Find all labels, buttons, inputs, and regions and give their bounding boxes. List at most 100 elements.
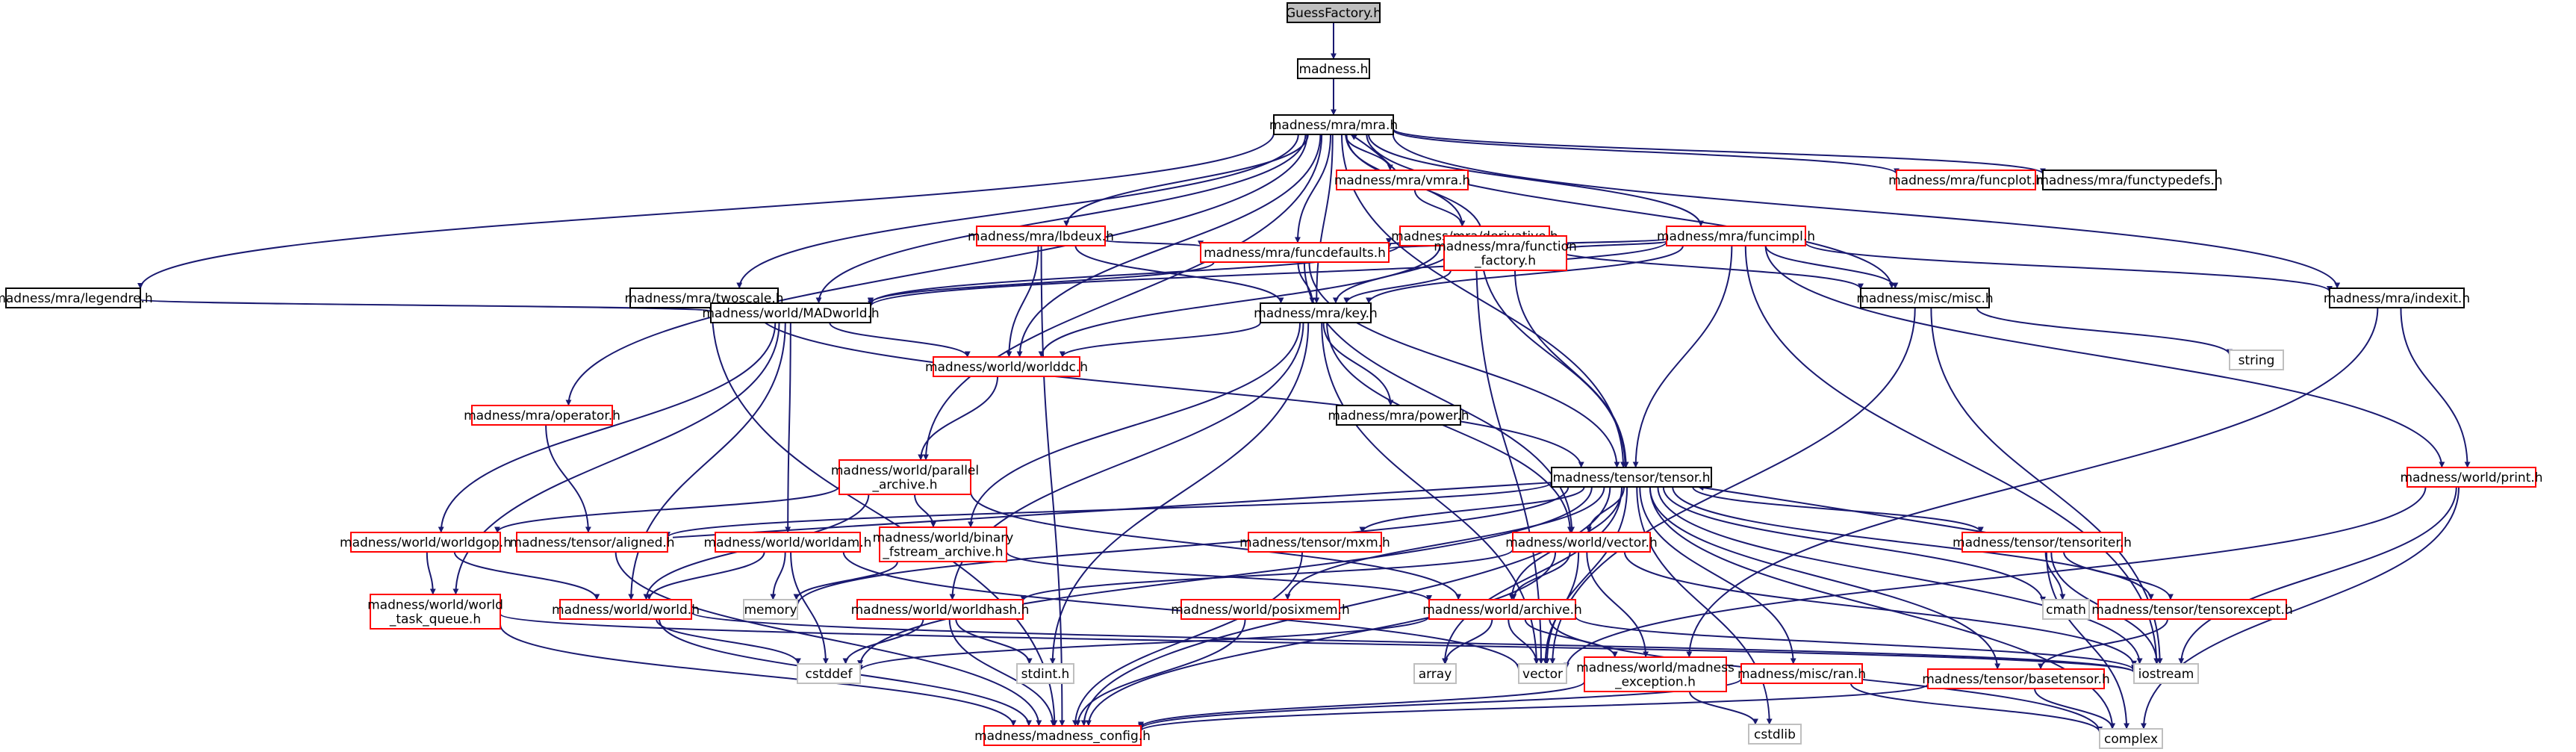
node-madness-world-worldam-h[interactable]: madness/world/worldam.h	[704, 532, 872, 553]
node-box	[715, 532, 861, 553]
edge-funcimpl-to-indexit	[1805, 241, 2333, 293]
node-box	[5, 288, 141, 308]
node-madness-mra-lbdeux-h[interactable]: madness/mra/lbdeux.h	[968, 226, 1114, 246]
edge-ran-to-complex	[1849, 683, 2103, 733]
node-madness-world-worldhash-h[interactable]: madness/world/worldhash.h	[851, 599, 1030, 620]
node-box	[1740, 663, 1863, 684]
node-madness-mra-indexit-h[interactable]: madness/mra/indexit.h	[2324, 288, 2470, 308]
edge-print-to-iostream	[2178, 486, 2457, 665]
node-madness-h[interactable]: madness.h	[1297, 58, 1370, 79]
edge-tensor-to-tensoriter	[1692, 486, 1984, 533]
node-madness-madness-config-h[interactable]: madness/madness_config.h	[974, 725, 1151, 746]
edge-aligned-to-tensor	[672, 479, 1558, 538]
node-guessfactory-h[interactable]: GuessFactory.h	[1286, 2, 1381, 23]
node-madness-mra-function-factory-h[interactable]: madness/mra/function_factory.h	[1434, 235, 1577, 271]
node-madness-world-worldgop-h[interactable]: madness/world/worldgop.h	[340, 532, 511, 553]
node-label: madness/world/binary	[873, 531, 1014, 546]
node-madness-world-world-task-queue-h[interactable]: madness/world/world_task_queue.h	[367, 594, 503, 630]
node-label: madness/tensor/basetensor.h	[1922, 672, 2110, 687]
node-madness-mra-funcdefaults-h[interactable]: madness/mra/funcdefaults.h	[1200, 242, 1390, 263]
edge-mra-to-operator	[565, 134, 1308, 406]
edge-archive-to-array	[1442, 618, 1493, 665]
node-madness-mra-legendre-h[interactable]: madness/mra/legendre.h	[0, 288, 153, 308]
edge-key-to-vector_h	[1326, 322, 1573, 533]
edge-key-to-worlddc	[1059, 322, 1261, 358]
edge-aligned-to-madness_config	[615, 551, 1042, 727]
node-madness-tensor-aligned-h[interactable]: madness/tensor/aligned.h	[509, 532, 675, 553]
node-madness-mra-power-h[interactable]: madness/mra/power.h	[1328, 405, 1469, 426]
node-madness-mra-functypedefs-h[interactable]: madness/mra/functypedefs.h	[2036, 170, 2223, 190]
node-madness-tensor-mxm-h[interactable]: madness/tensor/mxm.h	[1239, 532, 1390, 553]
node-madness-mra-vmra-h[interactable]: madness/mra/vmra.h	[1334, 170, 1470, 190]
node-label: stdint.h	[1021, 667, 1070, 682]
node-box	[1260, 302, 1372, 323]
node-label: madness/world/world.h	[552, 603, 700, 618]
node-madness-misc-ran-h[interactable]: madness/misc/ran.h	[1737, 663, 1866, 684]
node-madness-mra-key-h[interactable]: madness/mra/key.h	[1254, 302, 1378, 323]
node-box	[856, 599, 1024, 620]
edge-mra-to-twoscale	[736, 134, 1299, 289]
node-label: _factory.h	[1474, 254, 1536, 269]
edge-mra-to-funcdefaults	[1294, 134, 1332, 243]
edge-tensor-to-memory	[794, 486, 1569, 606]
edge-tensor-to-iostream	[1657, 486, 2143, 665]
node-label: madness/mra/funcplot.h	[1888, 173, 2044, 188]
node-label: madness/world/worlddc.h	[925, 360, 1088, 375]
edge-worldhash-to-cstddef	[842, 618, 924, 665]
node-madness-tensor-tensoriter-h[interactable]: madness/tensor/tensoriter.h	[1953, 532, 2132, 553]
node-label: madness/tensor/tensorexcept.h	[2091, 603, 2292, 618]
edge-function_factory-to-tensor	[1513, 270, 1629, 468]
edge-twoscale-to-tensor	[753, 307, 1584, 468]
edge-worldam-to-world	[646, 551, 765, 600]
edge-mra-to-funcimpl	[1368, 134, 1704, 227]
node-complex: complex	[2099, 728, 2163, 749]
node-madness-tensor-tensor-h[interactable]: madness/tensor/tensor.h	[1551, 467, 1712, 488]
edge-tensor-to-cmath	[1662, 486, 2046, 603]
node-madness-world-binary-fstream-archive-h[interactable]: madness/world/binary_fstream_archive.h	[873, 526, 1014, 562]
edge-vector_h-to-madness_config	[1085, 551, 1557, 727]
node-madness-mra-mra-h[interactable]: madness/mra/mra.h	[1269, 114, 1398, 135]
node-box	[1896, 170, 2036, 190]
node-label: madness/mra/funcdefaults.h	[1204, 246, 1386, 261]
node-madness-mra-operator-h[interactable]: madness/mra/operator.h	[464, 405, 620, 426]
node-madness-mra-funcimpl-h[interactable]: madness/mra/funcimpl.h	[1657, 226, 1815, 246]
node-label: madness/misc/ran.h	[1737, 667, 1866, 682]
node-label: madness/mra/indexit.h	[2324, 291, 2470, 306]
node-label: memory	[744, 603, 797, 618]
node-madness-world-posixmem-h[interactable]: madness/world/posixmem.h	[1171, 599, 1350, 620]
edge-vector_h-to-worldhash	[1020, 549, 1513, 601]
edge-madness_exception-to-madness_config	[1138, 681, 1585, 728]
node-madness-world-print-h[interactable]: madness/world/print.h	[2400, 467, 2543, 488]
node-madness-world-vector-h[interactable]: madness/world/vector.h	[1505, 532, 1658, 553]
node-madness-world-archive-h[interactable]: madness/world/archive.h	[1422, 599, 1582, 620]
edge-vector_h-to-madness_exception	[1586, 551, 1649, 658]
edge-mra-to-functypedefs	[1393, 128, 2046, 175]
edge-tensoriter-to-complex	[2045, 551, 2130, 730]
node-label: _task_queue.h	[389, 612, 481, 627]
node-cstdlib: cstdlib	[1748, 724, 1802, 745]
node-madness-tensor-tensorexcept-h[interactable]: madness/tensor/tensorexcept.h	[2091, 599, 2293, 620]
node-madness-world-madness-exception-h[interactable]: madness/world/madness_exception.h	[1576, 656, 1735, 692]
node-label: madness/world/vector.h	[1505, 535, 1658, 550]
node-label: _exception.h	[1614, 675, 1696, 690]
node-label: madness/mra/key.h	[1254, 306, 1378, 321]
node-madness-world-world-h[interactable]: madness/world/world.h	[552, 599, 700, 620]
node-madness-misc-misc-h[interactable]: madness/misc/misc.h	[1856, 288, 1994, 308]
node-box	[1584, 656, 1727, 692]
node-label: vector	[1522, 667, 1563, 682]
edge-binary_fstream-to-archive	[1006, 551, 1432, 602]
node-madness-world-parallel-archive-h[interactable]: madness/world/parallel_archive.h	[831, 459, 979, 495]
edge-mra-to-worlddc	[1016, 134, 1322, 358]
node-madness-mra-funcplot-h[interactable]: madness/mra/funcplot.h	[1888, 170, 2044, 190]
edge-basetensor-to-madness_config	[1138, 683, 1929, 732]
node-label: madness/world/worldhash.h	[851, 603, 1030, 618]
node-madness-tensor-basetensor-h[interactable]: madness/tensor/basetensor.h	[1922, 668, 2110, 689]
edge-funcimpl-to-iostream	[1744, 245, 2160, 665]
edge-world-to-iostream	[691, 611, 2137, 674]
node-madness-world-madworld-h[interactable]: madness/world/MADworld.h	[702, 302, 880, 323]
node-madness-world-worlddc-h[interactable]: madness/world/worlddc.h	[925, 356, 1088, 377]
node-label: madness/mra/lbdeux.h	[968, 229, 1114, 244]
edge-mra-to-madworld	[815, 134, 1307, 304]
